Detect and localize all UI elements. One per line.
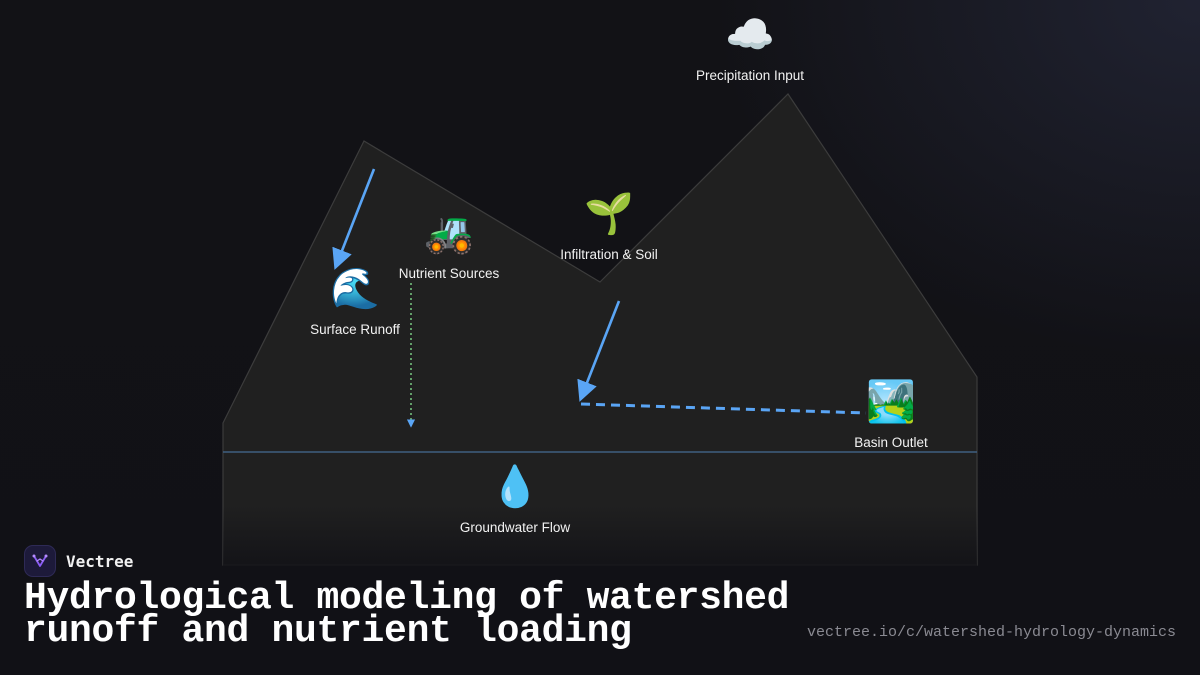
node-groundwater-flow: 💧 Groundwater Flow (460, 463, 571, 535)
node-infiltration-soil: 🌱 Infiltration & Soil (560, 191, 658, 262)
basin-outlet-label: Basin Outlet (854, 435, 928, 450)
surface-runoff-label: Surface Runoff (310, 322, 400, 337)
vectree-logo-icon (24, 545, 56, 577)
brand: Vectree (24, 544, 133, 578)
infiltration-arrow (577, 300, 621, 402)
national-park-icon: 🏞️ (866, 378, 916, 425)
precipitation-to-runoff-arrow (332, 168, 376, 270)
tractor-icon: 🚜 (424, 210, 474, 256)
terrain-bottom-fade (223, 505, 977, 567)
source-url: vectree.io/c/watershed-hydrology-dynamic… (806, 624, 1176, 641)
node-nutrient-sources: 🚜 Nutrient Sources (399, 210, 500, 281)
infiltration-soil-label: Infiltration & Soil (560, 247, 658, 262)
page-title: Hydrological modeling of watershed runof… (24, 577, 790, 653)
node-precipitation-input: ☁️ Precipitation Input (696, 12, 804, 83)
groundwater-flow-label: Groundwater Flow (460, 520, 571, 535)
cloud-icon: ☁️ (725, 12, 775, 58)
precipitation-input-label: Precipitation Input (696, 68, 804, 83)
node-surface-runoff: 🌊 Surface Runoff (310, 265, 400, 337)
wave-icon: 🌊 (330, 265, 380, 312)
nutrient-sources-label: Nutrient Sources (399, 266, 500, 281)
lateral-flow-to-outlet-arrow (580, 402, 867, 415)
droplet-icon: 💧 (490, 463, 540, 510)
brand-name: Vectree (66, 551, 134, 571)
seedling-icon: 🌱 (584, 191, 634, 237)
node-basin-outlet: 🏞️ Basin Outlet (854, 378, 928, 450)
